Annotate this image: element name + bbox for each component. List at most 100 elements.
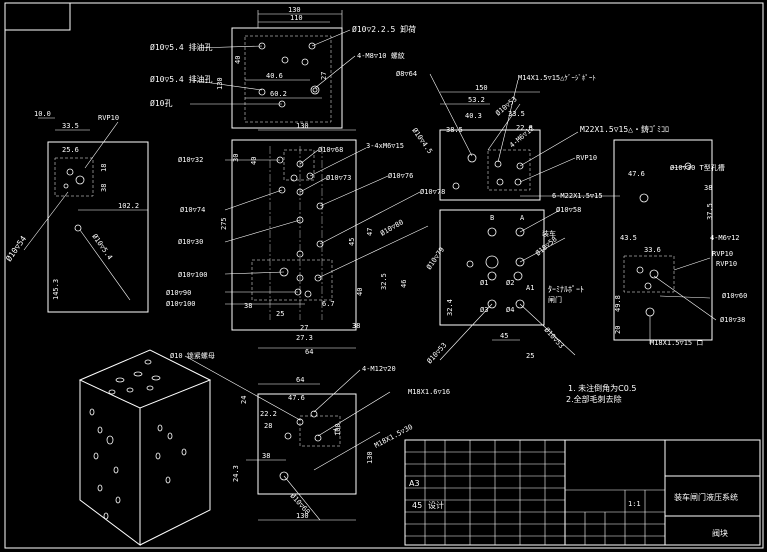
left-callout-2: Ø10▽5.4	[90, 233, 113, 262]
center-dim-40b: 40	[356, 288, 364, 296]
svg-text:40: 40	[234, 56, 242, 64]
top-dim-130v: 130	[216, 77, 224, 90]
rc-callout-11: Ø10▽58	[534, 235, 559, 257]
isometric-view	[78, 349, 212, 546]
center-callout-7: Ø10▽30	[178, 238, 203, 246]
rc-dim-33-5: 33.5	[508, 110, 525, 118]
rb-callout-7: M18X1.5▽15 ロ	[650, 339, 703, 347]
bc-dim-24-3: 24.3	[232, 465, 240, 482]
note-2: 2.全部毛刺去除	[566, 394, 622, 404]
top-dim-110: 110	[290, 14, 303, 22]
left-dim-25-6: 25.6	[62, 146, 79, 154]
top-dim-130: 130	[288, 6, 301, 14]
rc-callout-2: M14X1.5▽15△ｹﾞｰｼﾞﾎﾟｰﾄ	[518, 74, 596, 82]
center-callout-12: Ø10▽80	[379, 218, 405, 238]
center-callout-1: Ø10▽32	[178, 156, 203, 164]
rc-label-gate: 闸门	[548, 295, 562, 304]
left-dim-33-5: 33.5	[62, 122, 79, 130]
bottom-center-view: 64 47.6 24 22.2 28 38 24.3 130 100 130 T…	[170, 351, 450, 521]
left-rvp: RVP10	[98, 114, 119, 122]
rb-callout-1: Ø10▽30 T型孔槽	[670, 163, 725, 172]
bc-dim-22-2: 22.2	[260, 410, 277, 418]
tb-scale: 1:1	[628, 500, 641, 508]
center-dim-38b: 38	[352, 322, 360, 330]
top-callout-4: Ø10▽5.4 排油孔	[150, 74, 213, 84]
rc-dim-38-5: 38.5	[446, 126, 463, 134]
left-dim-102-2: 102.2	[118, 202, 139, 210]
rb-callout-6: Ø10▽38	[720, 316, 745, 324]
bc-callout-4: M18X1.5▽30	[373, 423, 414, 450]
center-dim-64: 64	[305, 348, 313, 356]
bc-dim-100: 100	[334, 423, 342, 436]
center-dim-46: 46	[400, 280, 408, 288]
center-dim-38: 38	[244, 302, 252, 310]
rc-callout-9: Ø10▽58	[556, 206, 581, 214]
center-callout-2: Ø10▽68	[318, 146, 343, 154]
rc-dim-45: 45	[500, 332, 508, 340]
corner-mark	[5, 3, 71, 31]
rc-label-A: A	[520, 214, 525, 222]
center-callout-5: Ø10▽73	[326, 174, 351, 182]
center-dim-27-3: 27.3	[296, 334, 313, 342]
rb-dim-33-6: 33.6	[644, 246, 661, 254]
center-callout-9: Ø10▽100	[178, 271, 208, 279]
rb-callout-4: RVP10	[716, 260, 737, 268]
rc-callout-10: Ø10▽79	[425, 246, 446, 271]
rc-callout-6: M22X1.5▽15△・鋳ｺﾞﾐｺﾛ	[580, 124, 669, 134]
center-callout-4: Ø10▽74	[180, 206, 205, 214]
top-callout-1: Ø10▽5.4 排油孔	[150, 42, 213, 52]
center-dim-27: 27	[300, 324, 308, 332]
rc-dim-150: 150	[475, 84, 488, 92]
top-callout-2: Ø10▽2.2.5 卸荷	[352, 24, 416, 34]
center-dim-30: 30	[232, 154, 240, 162]
rb-callout-2: 4-M6▽12	[710, 234, 740, 242]
rc-callout-1: Ø8▽64	[396, 70, 417, 78]
left-dim-38: 38	[100, 184, 108, 192]
top-dim-40-6: 40.6	[266, 72, 283, 80]
rb-callout-3: RVP10	[712, 250, 733, 258]
center-dim-6-7: 6.7	[322, 300, 335, 308]
bc-callout-1: Ø10 锁紧螺母	[170, 351, 215, 360]
rc-dim-22-8: 22.8	[516, 124, 533, 132]
tb-material: 45	[412, 501, 422, 510]
center-callout-11: Ø10▽100	[166, 300, 196, 308]
top-dim-60-2: 60.2	[270, 90, 287, 98]
left-dim-18: 18	[100, 164, 108, 172]
center-dim-45: 45	[348, 238, 356, 246]
center-callout-3: 3-4xM6▽15	[366, 142, 404, 150]
bc-callout-3: M18X1.6▽16	[408, 388, 450, 396]
center-dim-32-5: 32.5	[380, 273, 388, 290]
rc-label-a1: A1	[526, 284, 534, 292]
rb-callout-5: Ø10▽60	[722, 292, 747, 300]
bc-dim-130: 130	[296, 512, 309, 520]
rb-dim-37-5: 37.5	[706, 203, 714, 220]
center-callout-6: Ø10▽76	[388, 172, 413, 180]
left-callout-1: Ø10▽54	[3, 234, 28, 264]
tb-title: 装车闸门液压系统	[674, 492, 738, 502]
rc-callout-13: Ø10▽53	[543, 326, 566, 350]
top-block-view: 130 110 40.6 60.2 130 27 40 Ø10▽5.4 排油孔 …	[150, 6, 416, 129]
notes: 1. 未注倒角为C0.5 2.全部毛刺去除	[566, 383, 636, 404]
tb-sheet: A3	[409, 479, 420, 488]
bc-dim-130v: 130	[366, 451, 374, 464]
rc-label-B: B	[490, 214, 494, 222]
left-dim-145-3: 145.3	[52, 279, 60, 300]
center-dim-130: 130	[296, 122, 309, 130]
rc-dim-25: 25	[526, 352, 534, 360]
bc-dim-24: 24	[240, 396, 248, 404]
center-callout-10: Ø10▽90	[166, 289, 191, 297]
right-center-block-view: 150 53.2 40.3 38.5 33.5 22.8 Ø8▽64 M14X1…	[396, 70, 669, 365]
center-dim-47: 47	[366, 228, 374, 236]
center-dim-25: 25	[276, 310, 284, 318]
right-block-view: 47.6 38 37.5 43.5 33.6 49.8 20 Ø10▽30 T型…	[613, 139, 747, 347]
note-1: 1. 未注倒角为C0.5	[568, 383, 636, 393]
center-block-view: 130 30 40 275 38 25 27 64 38 27.3 6.7 32…	[166, 122, 445, 356]
rc-label-o1: Ø1	[480, 279, 488, 287]
rc-label-zhuangche: 装车	[542, 229, 556, 238]
rc-dim-53-2: 53.2	[468, 96, 485, 104]
rc-label-terminal: ﾀｰﾐﾅﾙﾎﾟｰﾄ	[548, 285, 584, 294]
tb-designer: 设计	[428, 500, 444, 510]
rc-dim-32-4: 32.4	[446, 299, 454, 316]
rb-dim-20: 20	[614, 326, 622, 334]
